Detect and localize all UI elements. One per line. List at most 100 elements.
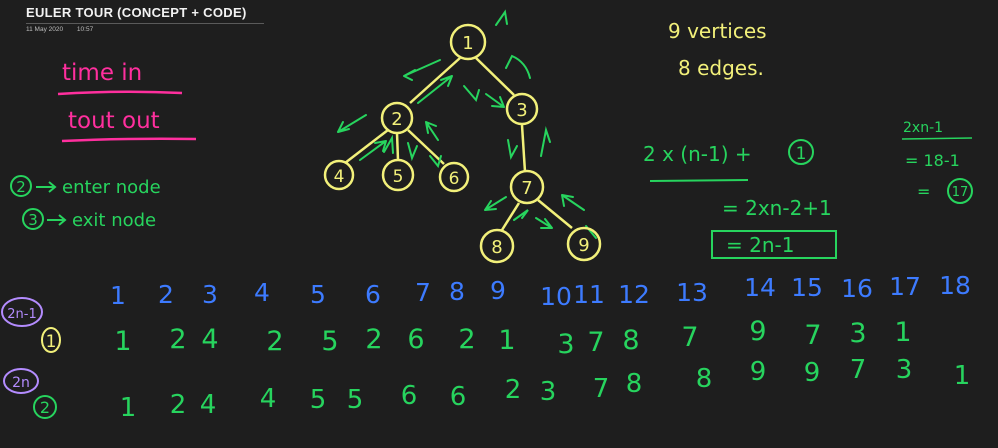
- index-number: 15: [791, 273, 823, 302]
- arrow-down-icon: [429, 155, 442, 169]
- page-meta: 11 May 2020 10:57: [26, 26, 264, 33]
- index-number: 16: [841, 274, 873, 303]
- tour-number: 1: [498, 325, 515, 356]
- formula-result-box: [711, 230, 837, 259]
- tour-number: 6: [407, 324, 424, 355]
- tree-edges: [344, 57, 573, 231]
- tour-number: 5: [347, 385, 364, 415]
- index-number: 13: [676, 278, 708, 307]
- side-calc-circled-value: 17: [952, 185, 969, 200]
- tree-node-label: 2: [391, 109, 402, 130]
- tour-number: 5: [310, 385, 327, 415]
- tour-number: 8: [626, 369, 643, 399]
- arrow-down-left-icon: [403, 59, 441, 81]
- arrow-up-right-icon: [513, 209, 529, 221]
- index-number: 18: [939, 271, 971, 300]
- tour-number: 6: [401, 381, 418, 411]
- arrow-return-icon: [505, 54, 531, 79]
- tree-node-circle: [449, 23, 487, 61]
- tour-number: 1: [954, 361, 971, 391]
- arrow-up-right-icon: [359, 140, 387, 161]
- tour-number: 9: [750, 357, 767, 387]
- tree-node-label: 3: [516, 100, 527, 121]
- tour-number: 3: [896, 355, 913, 385]
- index-number: 1: [110, 281, 126, 310]
- legend-enter-arrow-icon: [36, 181, 57, 193]
- index-number: 12: [618, 280, 650, 309]
- formula-line-1: 2 x (n-1) +: [643, 142, 752, 166]
- row-label-circle: [41, 327, 61, 353]
- page-header: EULER TOUR (CONCEPT + CODE) 11 May 2020 …: [26, 5, 264, 33]
- arrow-down-right-icon: [485, 93, 505, 108]
- tree-node-label: 8: [491, 237, 502, 258]
- page-title: EULER TOUR (CONCEPT + CODE): [26, 5, 247, 20]
- row-label-two: 2: [40, 398, 50, 417]
- tour-number: 7: [850, 355, 867, 385]
- page-time: 10:57: [76, 26, 94, 33]
- edge-7-8: [500, 202, 521, 231]
- arrow-down-icon: [463, 85, 480, 103]
- title-divider: [26, 23, 264, 24]
- edge-1-3: [475, 57, 515, 96]
- tour-number: 1: [894, 317, 911, 348]
- legend-exit-circle: [22, 208, 44, 230]
- arrow-up-left-icon: [561, 194, 585, 211]
- legend-enter-text: enter node: [62, 177, 161, 198]
- arrow-up-icon: [540, 126, 551, 157]
- row-label-2n-minus-1: 2n-1: [7, 307, 36, 322]
- page-date: 11 May 2020: [26, 26, 64, 33]
- tour-number: 3: [557, 329, 574, 360]
- index-number: 3: [202, 280, 218, 309]
- traversal-arrows: [337, 9, 597, 239]
- side-calc-1: 2xn-1: [903, 120, 943, 136]
- arrow-down-icon: [407, 142, 418, 162]
- edges-text: 8 edges.: [678, 56, 764, 80]
- index-number: 9: [490, 276, 506, 305]
- side-calc-circle: [947, 178, 973, 204]
- tree-node-circle: [438, 161, 470, 193]
- index-number: 8: [449, 277, 465, 306]
- tour-number: 1: [120, 393, 137, 423]
- time-notes: time in tout out: [57, 60, 197, 143]
- tour-number: 3: [540, 377, 557, 407]
- index-number: 10: [540, 282, 572, 311]
- tour-number: 7: [681, 322, 698, 353]
- tree-node-label: 4: [334, 167, 345, 187]
- tree-node-label: 5: [393, 167, 404, 187]
- tree-nodes: 1 2 3 4 5 6 7 8 9: [323, 23, 602, 264]
- row-labels: 2n-1 1 2n 2: [1, 297, 61, 419]
- time-in-text: time in: [62, 60, 142, 86]
- index-number: 6: [365, 280, 381, 309]
- edge-2-6: [407, 129, 445, 165]
- tour-number: 4: [201, 324, 218, 355]
- tree-node-label: 9: [578, 235, 589, 256]
- edge-2-5: [395, 132, 400, 161]
- index-number: 5: [310, 280, 326, 309]
- legend-enter-circle: [10, 175, 32, 197]
- tour-number: 6: [450, 382, 467, 412]
- tour-number: 9: [804, 358, 821, 388]
- tree-node-label: 6: [449, 169, 460, 189]
- legend-exit-number: 3: [28, 211, 38, 229]
- tour-number: 7: [804, 320, 821, 351]
- tout-out-text: tout out: [68, 108, 160, 134]
- graph-counts: 9 vertices 8 edges.: [668, 19, 767, 80]
- tour-number: 5: [321, 326, 338, 357]
- edge-1-2: [409, 57, 461, 104]
- index-number: 17: [889, 272, 921, 301]
- edge-2-4: [344, 129, 389, 164]
- index-number: 11: [573, 280, 605, 309]
- tour-number: 2: [169, 324, 186, 355]
- row-label-circle: [33, 395, 57, 419]
- tour-number: 9: [749, 316, 766, 347]
- formula-block: 2 x (n-1) + 1 = 2xn-2+1 = 2n-1 2xn-1 = 1…: [643, 120, 973, 259]
- arrow-down-icon: [507, 139, 518, 160]
- legend-enter-number: 2: [16, 178, 26, 196]
- tour-number: 1: [114, 326, 131, 357]
- arrow-down-left-icon: [484, 196, 507, 211]
- formula-line-3: = 2n-1: [726, 233, 794, 257]
- arrow-down-right-icon: [535, 217, 553, 229]
